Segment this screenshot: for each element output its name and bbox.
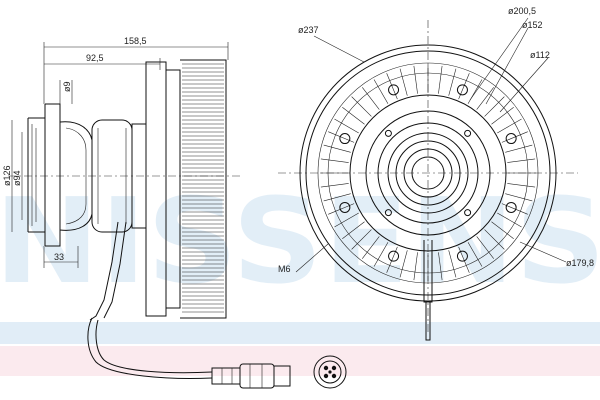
sensor-stub [423,240,433,341]
radial-fin [342,221,365,239]
watermark-band-pink [0,346,600,376]
radial-fins [320,65,536,281]
radial-fin [323,193,351,202]
hub-bolt [384,209,392,217]
mounting-boss [505,133,517,145]
radial-fin [467,79,483,104]
sensor-cable [87,317,213,379]
cooling-fins [182,63,224,313]
radial-fin [507,183,536,188]
dim-thread-m6: M6 [278,264,291,274]
radial-fin [334,212,359,228]
dim-phi-94: ø94 [12,170,22,186]
dim-phi-126: ø126 [2,165,12,186]
connector-face [313,355,347,389]
hub-bolt [384,129,392,137]
dim-phi-9: ø9 [62,81,72,92]
radial-fin [323,144,351,153]
radial-fin [399,250,408,278]
radial-fin [448,68,457,96]
side-view: 158,5 92,5 ø9 ø126 ø94 33 [2,36,347,389]
radial-fin [491,221,514,239]
hub-bolt [464,129,472,137]
radial-fin [351,229,372,250]
radial-fin [497,212,522,228]
radial-fin [458,73,470,100]
dim-phi-152: ø152 [522,20,543,30]
mounting-bosses [339,84,517,262]
radial-fin [491,107,514,125]
dim-hub-length: 92,5 [86,53,104,63]
radial-fin [448,250,457,278]
mounting-boss [456,250,468,262]
dim-phi-179-8: ø179,8 [566,258,594,268]
hub-bolt [464,209,472,217]
mounting-boss [388,250,400,262]
watermark-text: NISSENS [0,172,600,310]
radial-fin [501,131,528,143]
mounting-boss [388,84,400,96]
mounting-boss [505,201,517,213]
radial-fin [328,131,355,143]
radial-fin [507,158,536,163]
hub-outer [377,122,479,224]
dim-length-33: 33 [54,252,64,262]
radial-fin [484,96,505,117]
radial-fin [476,87,494,110]
front-view: ø237 ø200,5 ø152 ø112 ø179,8 M6 [278,6,594,341]
radial-fin [351,96,372,117]
radial-fin [373,79,389,104]
dim-overall-length: 158,5 [124,36,147,46]
radial-fin [476,236,494,259]
radial-fin [320,158,349,163]
radial-fin [484,229,505,250]
sensor-bracket [89,221,127,321]
radial-fin [362,236,380,259]
radial-fin [342,107,365,125]
mounting-boss [456,84,468,96]
radial-fin [413,252,418,281]
radial-fin [413,65,418,94]
front-leaders [295,17,567,273]
mounting-boss [339,133,351,145]
radial-fin [438,252,443,281]
radial-fin [438,65,443,94]
radial-fin [497,118,522,134]
radial-fin [505,193,533,202]
side-dimensions [11,42,229,268]
watermark-band-blue [0,322,600,344]
outer-rim [299,44,557,302]
radial-fin [320,183,349,188]
radial-fin [362,87,380,110]
radial-fin [334,118,359,134]
radial-fin [373,242,389,267]
radial-fin [399,68,408,96]
dim-phi-112: ø112 [530,50,550,60]
dim-phi-237: ø237 [298,25,319,35]
mounting-boss [339,201,351,213]
radial-fin [386,73,398,100]
connector [211,363,291,389]
radial-fin [505,144,533,153]
radial-fin [467,242,483,267]
dim-phi-200-5: ø200,5 [508,6,536,16]
